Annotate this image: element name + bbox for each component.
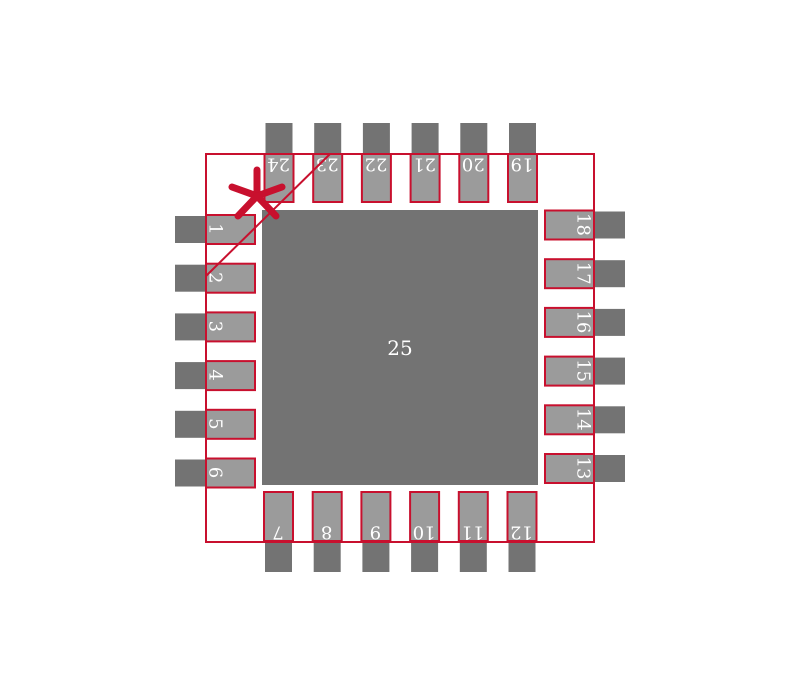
pin-label: 1	[205, 223, 226, 234]
pin-17: 17	[544, 258, 625, 290]
pin-pad	[544, 453, 595, 484]
pin-7: 7	[263, 491, 294, 572]
pin-label: 9	[370, 522, 381, 543]
package-body-outline	[205, 153, 595, 543]
pin-3: 3	[175, 311, 256, 343]
pin-label: 4	[205, 369, 226, 380]
pin-pad	[506, 491, 538, 542]
pin-12: 12	[506, 491, 538, 572]
pin-label: 20	[462, 154, 485, 175]
pin-14: 14	[544, 404, 625, 436]
pin1-chamfer-line	[205, 153, 331, 277]
pin-label: 15	[573, 359, 594, 382]
center-pad-label: 25	[387, 336, 412, 360]
pin1-asterisk-icon	[228, 166, 286, 220]
pin-4: 4	[175, 360, 256, 392]
pin-pad	[205, 214, 256, 245]
pin-label: 19	[511, 154, 534, 175]
pin-19: 19	[507, 123, 538, 203]
pin-18: 18	[544, 209, 625, 241]
pin-label: 16	[573, 310, 594, 333]
pin-20: 20	[458, 123, 490, 203]
pin-5: 5	[175, 408, 256, 440]
pin-pad	[458, 153, 490, 203]
pin-label: 3	[205, 321, 226, 332]
pin-13: 13	[544, 453, 625, 484]
pin-pad	[205, 408, 256, 440]
pin-16: 16	[544, 306, 625, 338]
pin-label: 13	[573, 457, 594, 480]
pin-22: 22	[360, 123, 392, 203]
pin-label: 5	[205, 418, 226, 429]
pin-10: 10	[409, 491, 441, 572]
pin-pad	[360, 153, 392, 203]
pin-label: 6	[205, 467, 226, 478]
pin-pad	[544, 404, 595, 436]
pin-label: 23	[316, 154, 339, 175]
pin-21: 21	[409, 123, 441, 203]
exposed-center-pad	[262, 210, 538, 485]
pin-label: 10	[413, 522, 436, 543]
pin-9: 9	[360, 491, 392, 572]
pin-pad	[360, 491, 392, 542]
pin-8: 8	[311, 491, 343, 572]
pin-label: 2	[205, 272, 226, 283]
pin-label: 18	[573, 213, 594, 236]
pin-1: 1	[175, 214, 256, 245]
pin-label: 7	[272, 522, 283, 543]
pin-23: 23	[312, 123, 344, 203]
pin-pad	[544, 258, 595, 290]
pin-label: 21	[413, 154, 436, 175]
pin-11: 11	[457, 491, 489, 572]
pin-15: 15	[544, 355, 625, 387]
pin-label: 14	[573, 408, 594, 431]
pin-label: 8	[321, 522, 332, 543]
pin-label: 22	[364, 154, 387, 175]
pin-pad	[205, 360, 256, 392]
pin-label: 11	[461, 522, 484, 543]
pin-label: 24	[267, 154, 290, 175]
pin-6: 6	[175, 457, 256, 489]
pin-label: 12	[510, 522, 533, 543]
pin-label: 17	[573, 262, 594, 285]
